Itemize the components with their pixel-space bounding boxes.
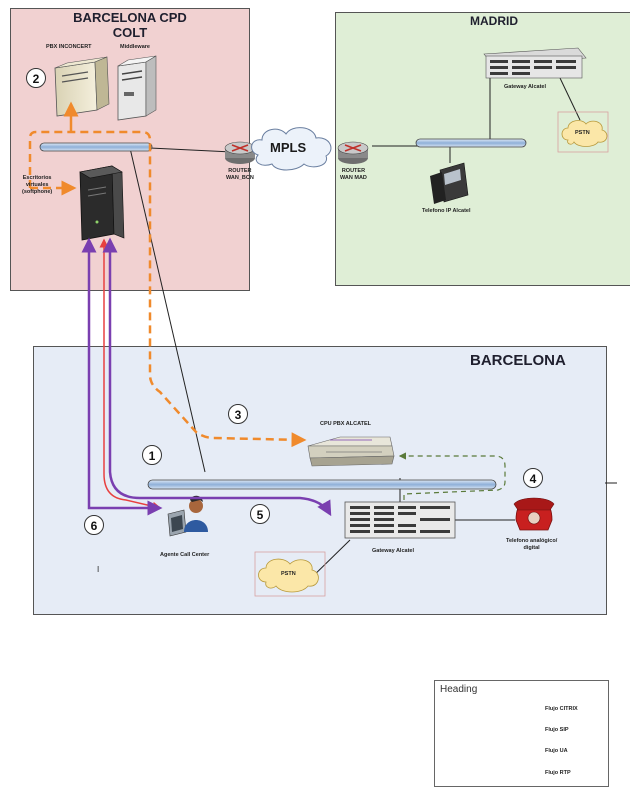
label-router-wan-mad: ROUTER WAN MAD — [340, 168, 367, 182]
virtual-desktop-server-icon — [80, 166, 124, 240]
label-cpu-pbx-alcatel: CPU PBX ALCATEL — [320, 421, 371, 428]
stray-mark: I — [97, 566, 99, 573]
router-wan-mad-icon — [338, 142, 368, 164]
analog-phone-icon — [514, 498, 554, 530]
lan-bus-barcelona — [148, 480, 496, 489]
citrix-flow-path — [104, 240, 160, 508]
legend-label-citrix: Flujo CITRIX — [545, 706, 578, 712]
label-gateway-alcatel-madrid: Gateway Alcatel — [504, 84, 546, 91]
middleware-server-icon — [118, 56, 156, 120]
step-badge-2: 2 — [26, 68, 46, 88]
label-mpls: MPLS — [270, 140, 306, 155]
label-agente-call-center: Agente Call Center — [160, 552, 209, 559]
pbx-inconcert-server-icon — [55, 57, 109, 116]
step-badge-6: 6 — [84, 515, 104, 535]
rtp-flow-path — [89, 240, 330, 514]
ip-phone-alcatel-icon — [430, 163, 468, 204]
label-escritorios-virtuales: Escritorios virtuales (softphone) — [22, 175, 52, 196]
step-badge-3: 3 — [228, 404, 248, 424]
label-pstn-madrid: PSTN — [575, 130, 590, 137]
legend-heading: Heading — [440, 684, 477, 695]
agent-call-center-icon — [168, 496, 208, 536]
step-badge-5: 5 — [250, 504, 270, 524]
label-telefono-analogico: Telefono analógico/ digital — [506, 538, 557, 552]
legend-label-sip: Flujo SIP — [545, 727, 569, 733]
lan-bus-madrid — [416, 139, 526, 147]
lan-bus-bcn-cpd — [40, 143, 152, 151]
legend-box: Heading Flujo CITRIX Flujo SIP Flujo UA … — [434, 680, 609, 787]
step-badge-1: 1 — [142, 445, 162, 465]
sip-flow-path — [30, 132, 304, 440]
gateway-alcatel-madrid-icon — [484, 48, 586, 78]
router-wan-bcn-icon — [225, 142, 255, 164]
label-pbx-inconcert: PBX INCONCERT — [46, 44, 92, 51]
label-router-wan-bcn: ROUTER WAN_BCN — [226, 168, 254, 182]
label-telefono-ip: Telefono IP Alcatel — [422, 208, 471, 215]
label-pstn-barcelona: PSTN — [281, 571, 296, 578]
legend-label-ua: Flujo UA — [545, 748, 568, 754]
step-badge-4: 4 — [523, 468, 543, 488]
legend-label-rtp: Flujo RTP — [545, 770, 571, 776]
cpu-pbx-alcatel-icon — [308, 437, 394, 466]
label-gateway-alcatel-barcelona: Gateway Alcatel — [372, 548, 414, 555]
label-middleware: Middleware — [120, 44, 150, 51]
gateway-alcatel-barcelona-icon — [345, 502, 455, 538]
ua-flow-path — [400, 456, 505, 500]
